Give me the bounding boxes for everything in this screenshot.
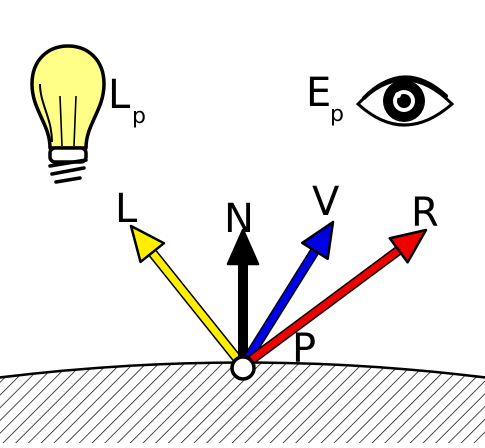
vector-v-label: V [312,179,340,225]
eye-label-subscript: p [330,102,344,127]
vector-n-arrow [226,228,260,366]
surface [0,361,485,443]
vector-l-label: L [115,186,138,232]
eye-label: E [306,70,331,116]
surface-point [230,355,256,381]
vector-l-arrow [129,224,247,370]
vector-v-arrow [238,220,335,369]
eye-icon [355,75,455,127]
vector-r-label: R [411,190,439,236]
vector-n-label: N [224,196,254,242]
vector-r-arrow [240,228,428,371]
point-label: P [292,326,316,372]
light-label-subscript: p [132,104,146,129]
lightbulb-icon [30,44,106,184]
light-label: L [108,72,131,118]
